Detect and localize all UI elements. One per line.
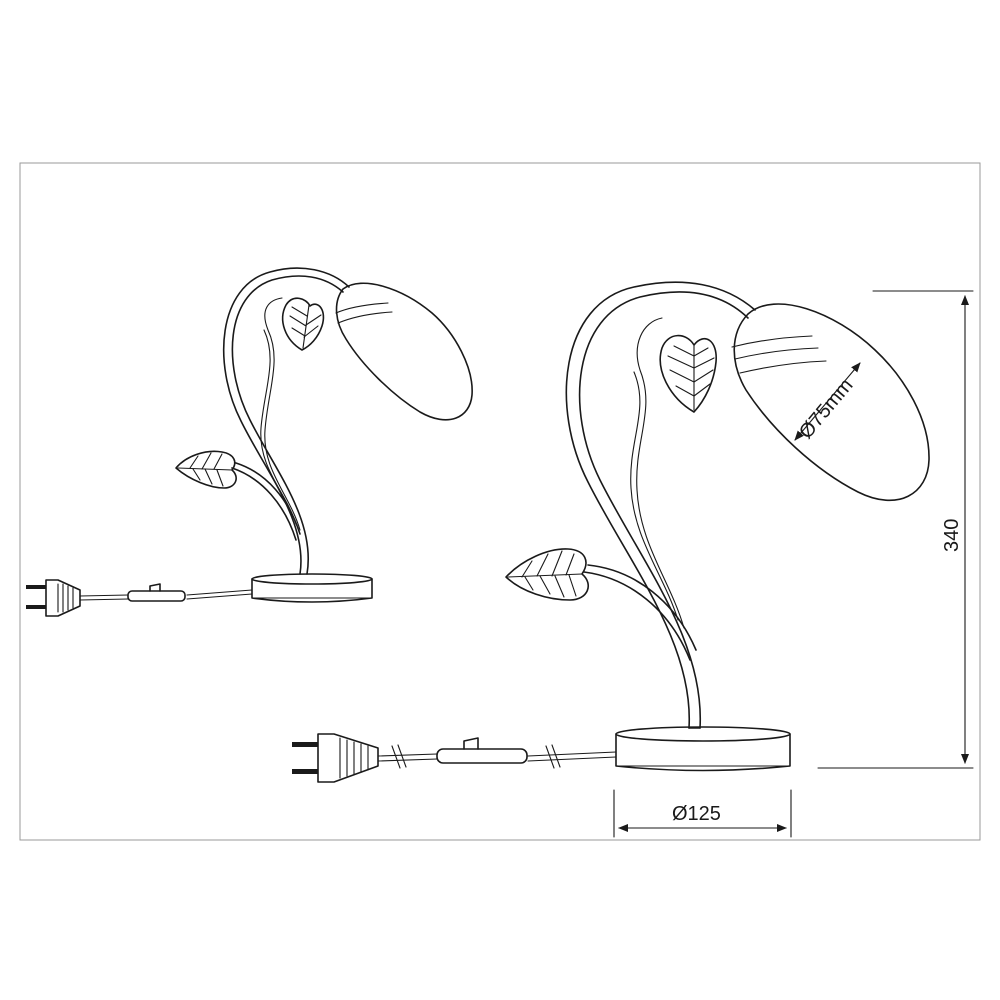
large-lamp-side-leaf	[505, 548, 697, 661]
drawing-frame	[19, 162, 981, 841]
small-lamp-upper-leaf	[281, 297, 325, 351]
shade-diameter-label: Ø75mm	[795, 375, 858, 444]
large-lamp-stem	[565, 281, 756, 729]
base-diameter-dimension: Ø125	[613, 789, 792, 838]
base-diameter-label: Ø125	[672, 803, 721, 825]
small-lamp	[26, 267, 473, 617]
height-dimension: 340	[817, 290, 974, 769]
small-lamp-stem	[222, 267, 350, 575]
large-lamp-base	[615, 726, 791, 772]
large-lamp-cord	[377, 737, 617, 769]
large-lamp-shade	[731, 303, 930, 502]
small-lamp-cord	[79, 583, 253, 602]
shade-diameter-dimension: Ø75mm	[794, 362, 861, 444]
small-lamp-plug	[26, 579, 81, 617]
small-lamp-base	[251, 573, 373, 603]
large-lamp: Ø75mm	[292, 281, 930, 783]
small-lamp-shade	[335, 282, 473, 421]
small-lamp-side-leaf	[175, 450, 301, 541]
height-label: 340	[941, 519, 963, 552]
large-lamp-plug	[292, 733, 379, 783]
large-lamp-upper-leaf	[659, 334, 717, 413]
